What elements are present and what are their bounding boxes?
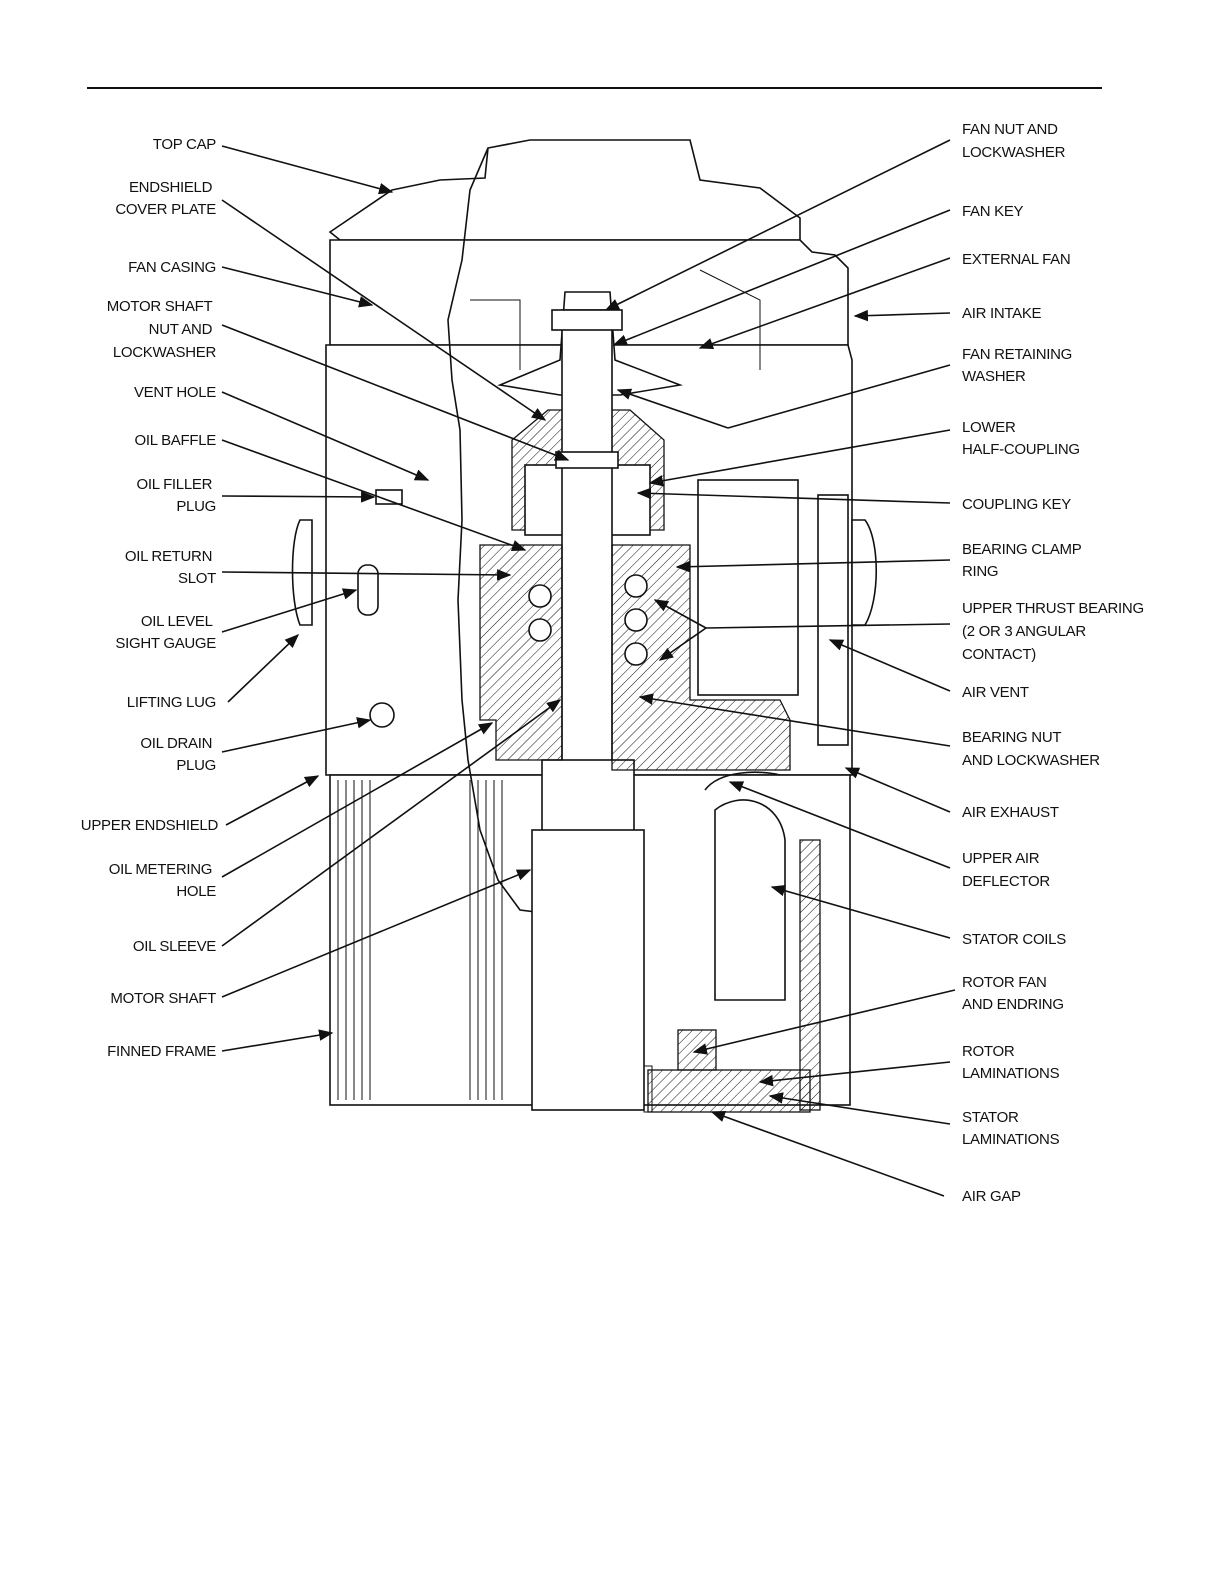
label-oil-drain-plug: OIL DRAIN PLUG (140, 735, 216, 774)
label-rotor-fan-and-endring: ROTOR FAN AND ENDRING (962, 974, 1064, 1013)
label-fan-retaining-washer: FAN RETAINING WASHER (962, 346, 1076, 385)
label-upper-endshield: UPPER ENDSHIELD (81, 817, 219, 834)
shaft-lower-section (541, 759, 635, 833)
shaft-nut-shape (555, 451, 619, 469)
label-air-intake: AIR INTAKE (962, 305, 1042, 322)
top-cap-shape (328, 139, 801, 241)
label-lower-half-coupling: LOWER HALF-COUPLING (962, 419, 1080, 458)
label-rotor-laminations: ROTOR LAMINATIONS (962, 1043, 1060, 1082)
stator-laminations-shape (799, 839, 821, 1111)
fan-nut-shape (551, 309, 623, 331)
label-bearing-clamp-ring: BEARING CLAMP RING (962, 541, 1085, 580)
lifting-lug-right (851, 519, 877, 626)
air-gap-shape (643, 1065, 653, 1113)
label-oil-baffle: OIL BAFFLE (135, 432, 217, 449)
label-top-cap: TOP CAP (153, 136, 216, 153)
label-motor-shaft-nut-and-lockwasher: MOTOR SHAFT NUT AND LOCKWASHER (107, 298, 217, 361)
label-air-exhaust: AIR EXHAUST (962, 804, 1059, 821)
label-oil-sleeve: OIL SLEEVE (133, 938, 216, 955)
oil-reservoir-cavity (697, 479, 799, 696)
label-upper-thrust-bearing: UPPER THRUST BEARING (2 OR 3 ANGULAR CON… (962, 600, 1148, 663)
left-leader-lines (221, 145, 570, 1052)
motor-illustration (291, 139, 877, 1113)
rotor-fan-endring-shape (677, 1029, 717, 1071)
label-air-vent: AIR VENT (962, 684, 1029, 701)
label-upper-air-deflector: UPPER AIR DEFLECTOR (962, 850, 1050, 890)
label-lifting-lug: LIFTING LUG (127, 694, 216, 711)
label-oil-filler-plug: OIL FILLER PLUG (136, 476, 216, 515)
label-fan-key: FAN KEY (962, 203, 1024, 220)
air-vent-passage (817, 494, 849, 746)
right-leader-lines (604, 139, 956, 1197)
label-oil-level-sight-gauge: OIL LEVEL SIGHT GAUGE (115, 613, 216, 652)
upper-air-deflector-shape (704, 771, 781, 791)
stator-coils-shape (714, 799, 786, 1001)
label-vent-hole: VENT HOLE (134, 384, 216, 401)
label-air-gap: AIR GAP (962, 1188, 1021, 1205)
label-finned-frame: FINNED FRAME (107, 1043, 216, 1060)
rotor-hub-shape (531, 829, 645, 1111)
label-external-fan: EXTERNAL FAN (962, 251, 1070, 268)
label-oil-metering-hole: OIL METERING HOLE (109, 861, 217, 900)
label-stator-coils: STATOR COILS (962, 931, 1066, 948)
motor-shaft-shape (561, 309, 613, 771)
label-oil-return-slot: OIL RETURN SLOT (125, 548, 216, 587)
label-stator-laminations: STATOR LAMINATIONS (962, 1109, 1060, 1148)
label-bearing-nut-and-lockwasher: BEARING NUT AND LOCKWASHER (962, 729, 1100, 769)
left-labels: TOP CAP ENDSHIELD COVER PLATE FAN CASING… (81, 136, 219, 1060)
upper-thrust-bearing-balls (528, 574, 648, 666)
label-endshield-cover-plate: ENDSHIELD COVER PLATE (115, 179, 216, 218)
label-motor-shaft: MOTOR SHAFT (110, 990, 216, 1007)
oil-sight-gauge-shape (357, 564, 379, 616)
oil-drain-plug-shape (369, 702, 395, 728)
oil-filler-plug-shape (375, 489, 403, 505)
right-labels: FAN NUT AND LOCKWASHER FAN KEY EXTERNAL … (962, 121, 1148, 1205)
label-coupling-key: COUPLING KEY (962, 496, 1071, 513)
label-fan-nut-and-lockwasher: FAN NUT AND LOCKWASHER (962, 121, 1066, 161)
label-fan-casing: FAN CASING (128, 259, 216, 276)
rotor-laminations-shape (647, 1069, 811, 1113)
